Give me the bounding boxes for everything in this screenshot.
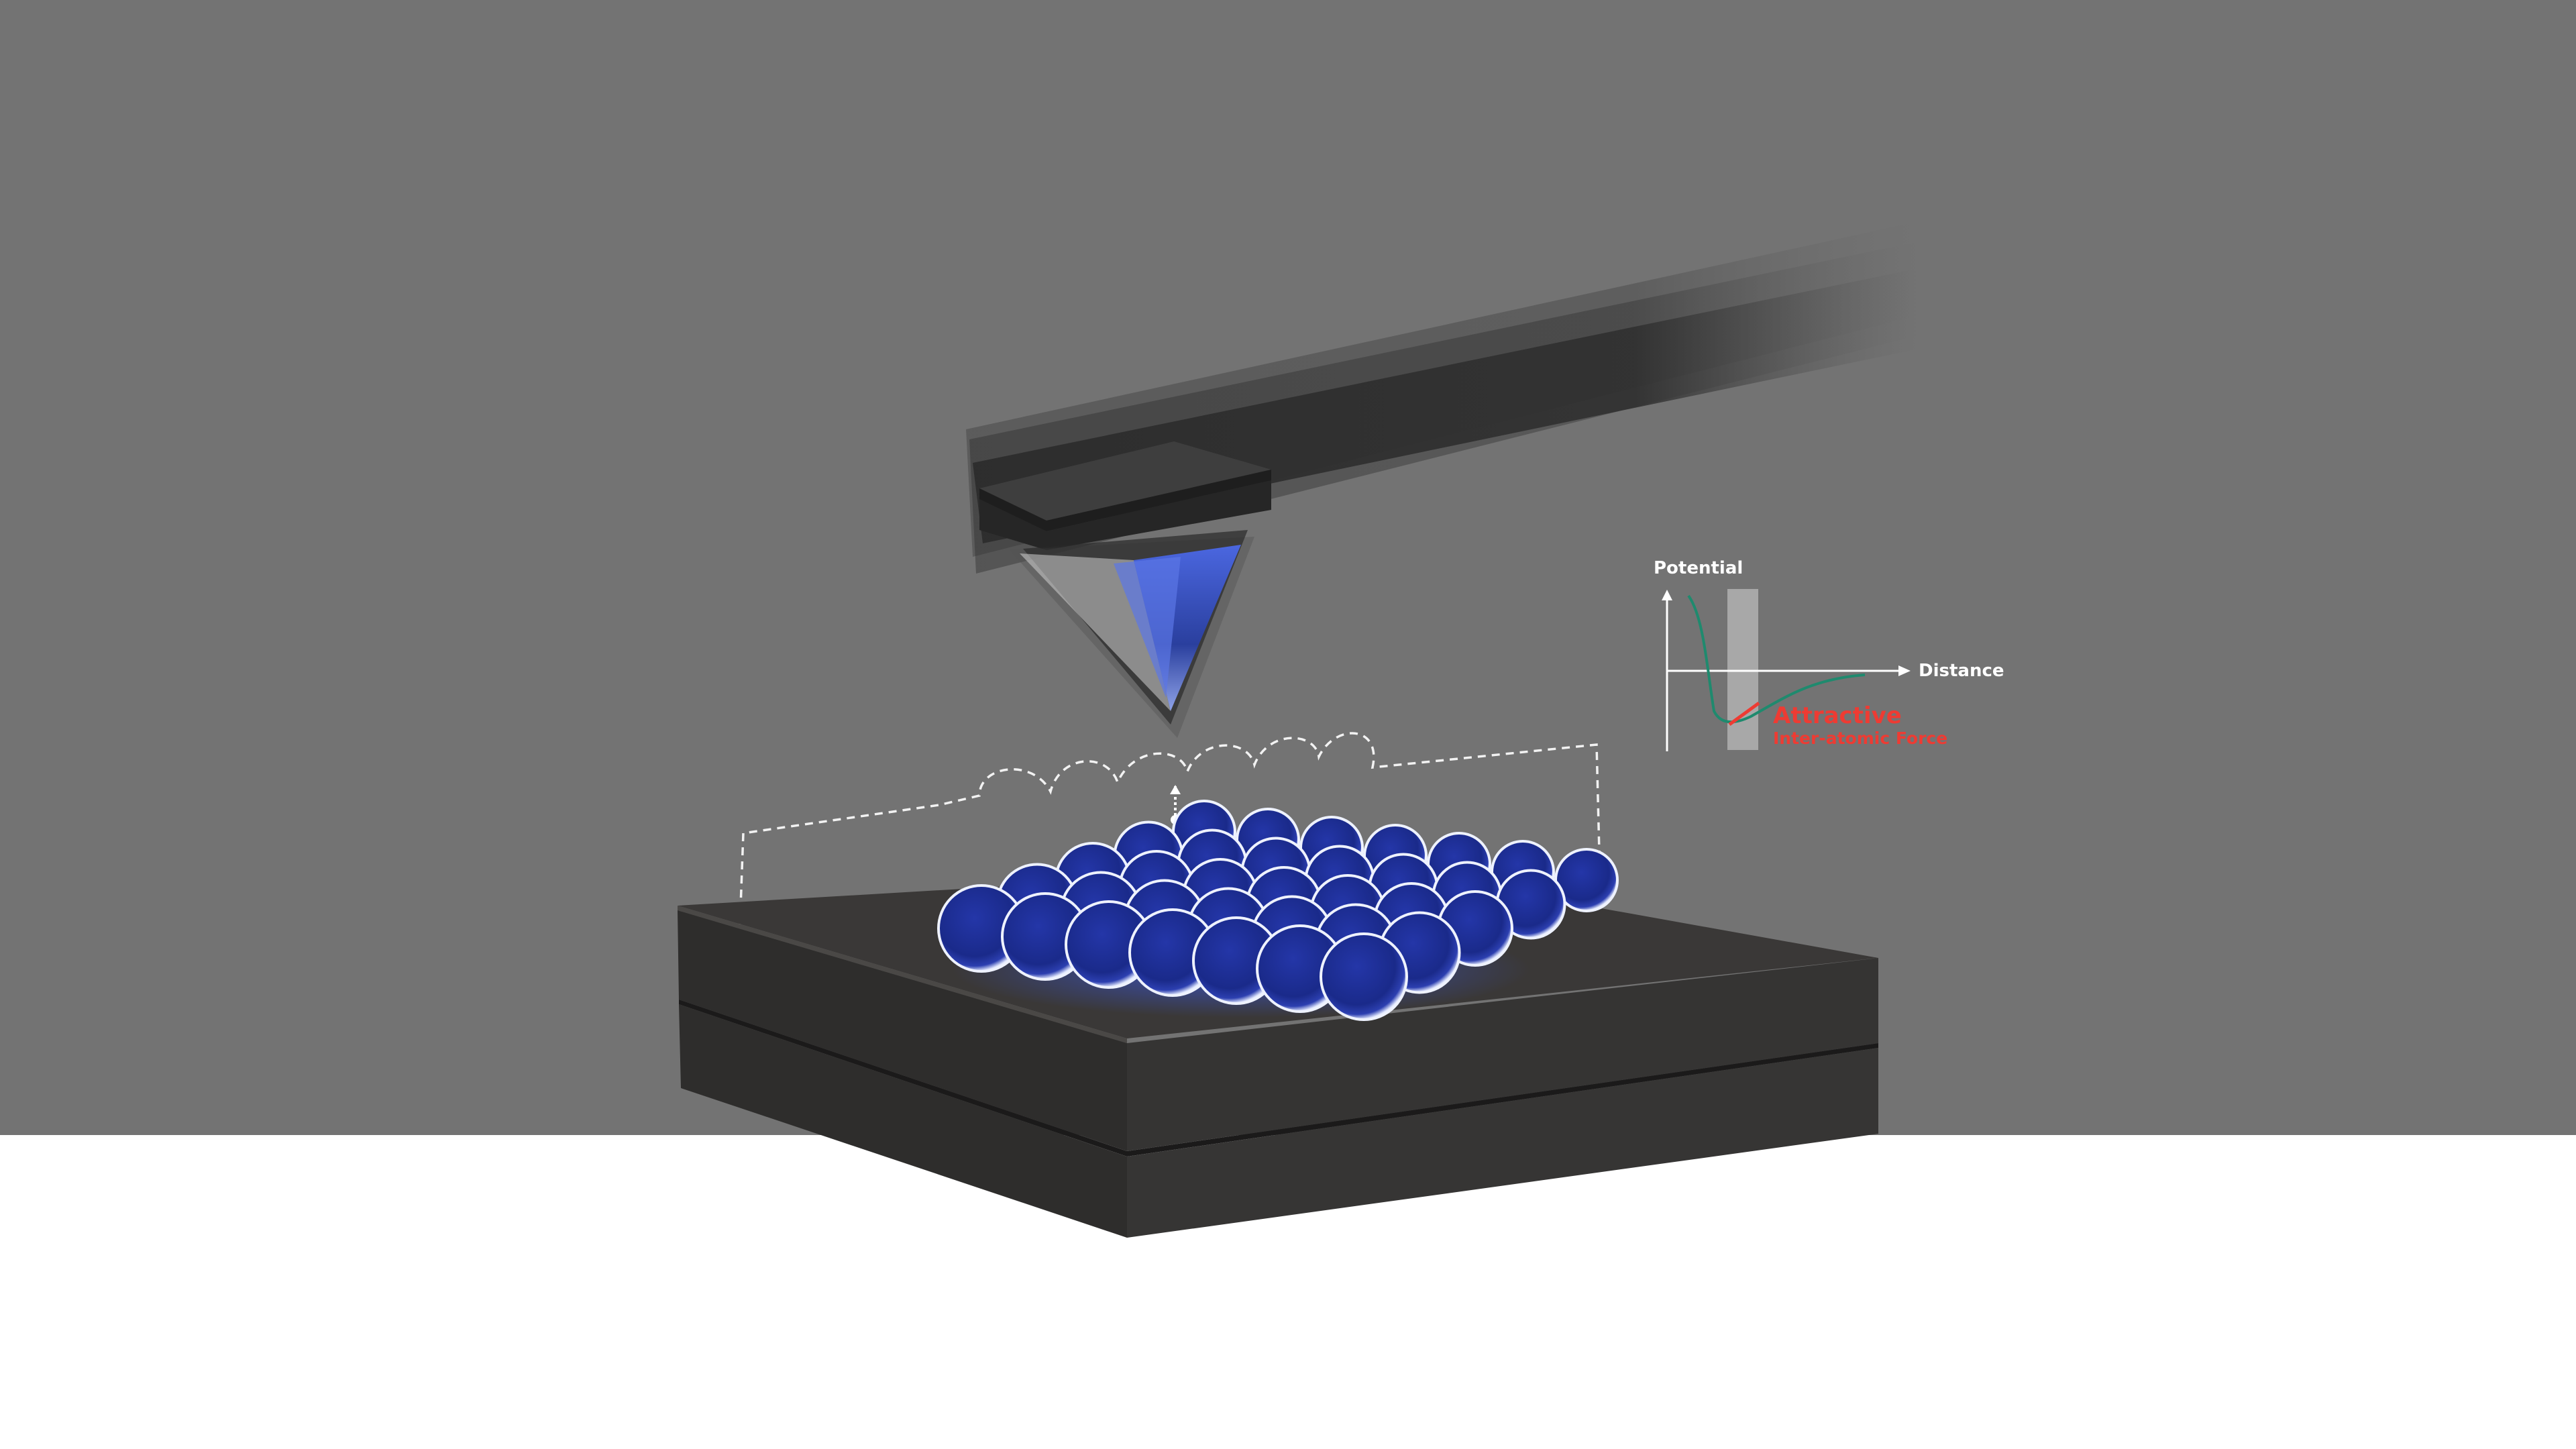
inter-atomic-force-label: Inter-atomic Force — [1773, 729, 1947, 748]
y-axis-label: Potential — [1654, 558, 1743, 578]
y-axis-arrow-icon — [1662, 590, 1672, 600]
atom-lattice — [937, 800, 1619, 1021]
attractive-force-line — [1728, 701, 1760, 727]
atom-sphere — [1320, 932, 1408, 1021]
scan-path-line — [739, 732, 1601, 926]
potential-graph: Potential Distance Attractive Inter-atom… — [1654, 558, 2004, 751]
stage-lower-front — [679, 1004, 1127, 1238]
stage-lower-right — [1127, 1048, 1878, 1238]
x-axis-arrow-icon — [1898, 665, 1911, 676]
cantilever-pad — [979, 441, 1271, 521]
x-axis-label: Distance — [1919, 661, 2004, 681]
potential-curve — [1687, 594, 1866, 724]
attractive-label: Attractive — [1773, 702, 1902, 729]
stage-upper-front — [678, 910, 1127, 1151]
cantilever — [966, 221, 1919, 574]
probe-tip — [1010, 530, 1254, 738]
stage-upper-right — [1127, 958, 1878, 1151]
attractive-region-band — [1727, 589, 1758, 750]
